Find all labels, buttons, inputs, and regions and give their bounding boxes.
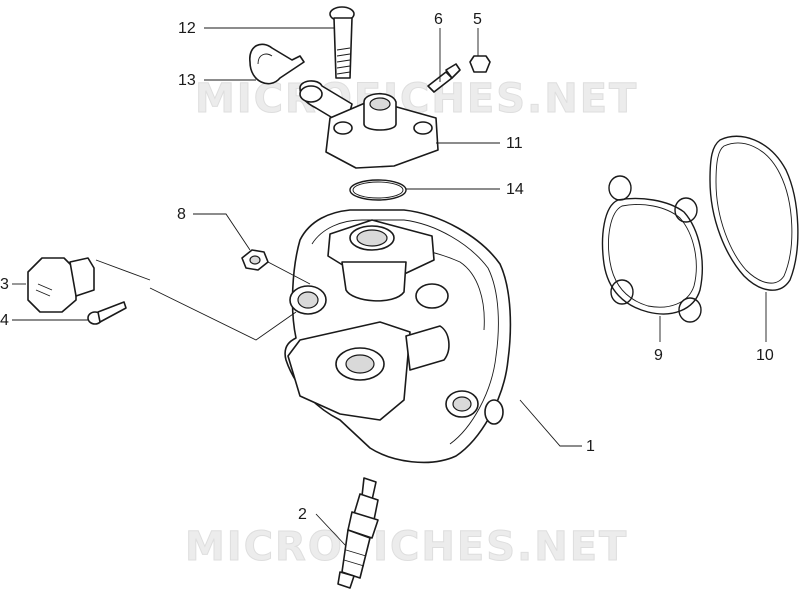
callout-14: 14 — [506, 181, 524, 198]
o-ring-icon — [349, 179, 407, 201]
leader-lines — [12, 27, 767, 547]
nut-icon — [241, 249, 269, 271]
callout-5: 5 — [473, 11, 482, 28]
spark-plug-icon — [337, 477, 379, 589]
callout-10: 10 — [756, 347, 774, 364]
thermostat-housing-icon — [299, 80, 439, 169]
screw-icon — [87, 301, 127, 325]
callout-1: 1 — [586, 438, 595, 455]
watermark-bottom: MICROFICHES.NET — [185, 524, 628, 570]
plug-screw-icon — [27, 257, 95, 313]
callout-4: 4 — [0, 312, 9, 329]
bolt-icon — [329, 6, 355, 79]
cap-icon — [469, 55, 491, 73]
callout-9: 9 — [654, 347, 663, 364]
cylinder-head-icon — [284, 209, 512, 464]
clamp-icon — [249, 43, 305, 85]
callout-6: 6 — [434, 11, 443, 28]
callout-11: 11 — [506, 135, 523, 152]
gasket-icon — [601, 175, 703, 323]
callout-3: 3 — [0, 276, 9, 293]
callout-8: 8 — [177, 206, 186, 223]
cover-gasket-icon — [709, 135, 799, 291]
callout-2: 2 — [298, 506, 307, 523]
callout-13: 13 — [178, 72, 196, 89]
callout-12: 12 — [178, 20, 196, 37]
